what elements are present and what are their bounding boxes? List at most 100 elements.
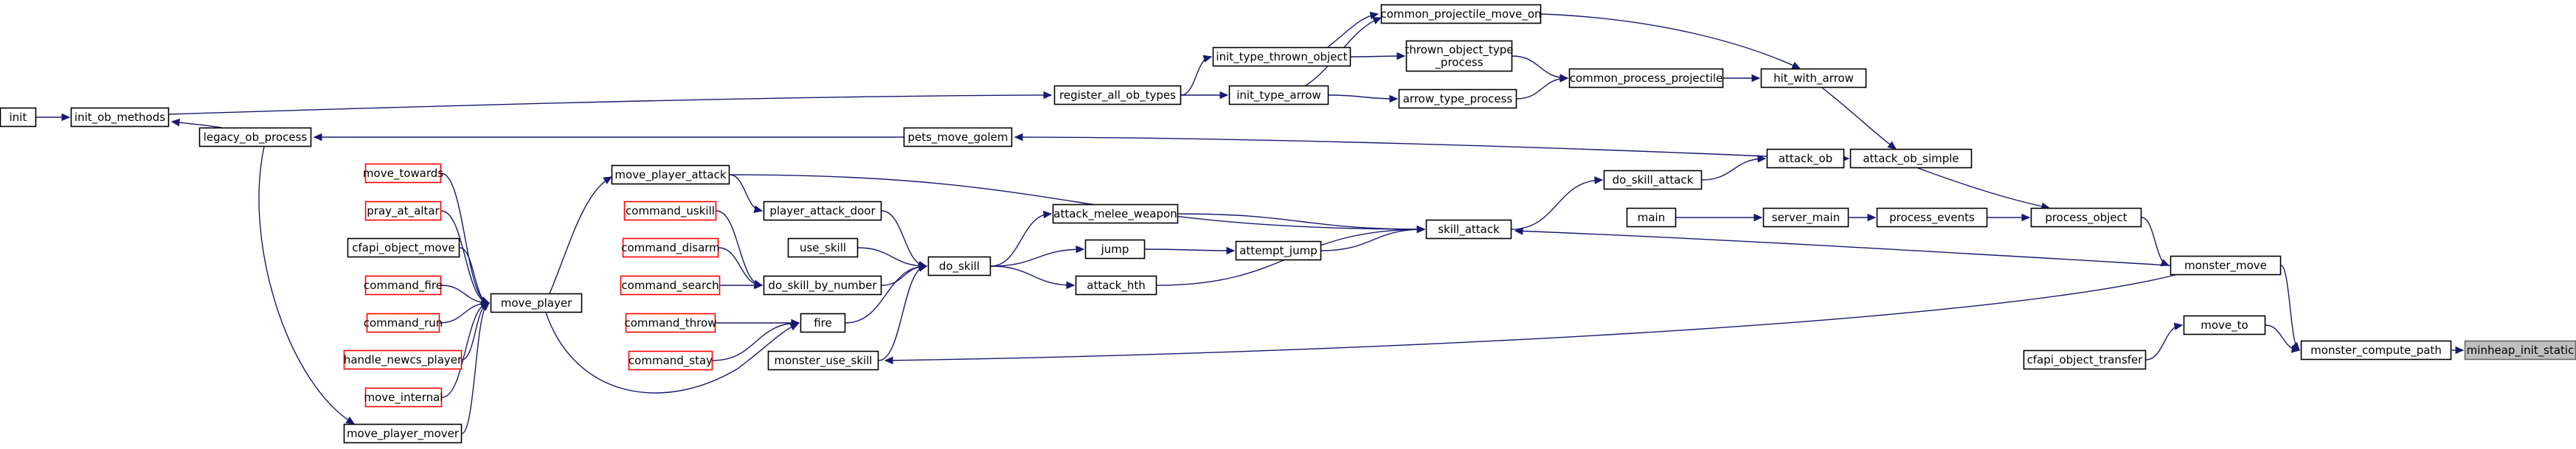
node-label-thrown_object_type_process-line-1: _process [1434,56,1483,70]
edge-hit_with_arrow-to-attack_ob_simple [1821,87,1897,150]
node-label-register_all_ob_types: register_all_ob_types [1059,88,1176,102]
node-do_skill_attack[interactable]: do_skill_attack [1603,170,1703,190]
node-label-command_stay: command_stay [629,354,713,368]
node-process_events[interactable]: process_events [1876,207,1988,228]
node-command_uskill[interactable]: command_uskill [623,201,717,221]
node-command_run[interactable]: command_run [364,313,443,333]
edge-move_player-to-fire [545,312,800,394]
node-monster_compute_path[interactable]: monster_compute_path [2300,340,2452,361]
edge-do_skill-to-attack_melee_weapon [990,210,1053,267]
node-label-thrown_object_type_process-line-0: thrown_object_type [1405,43,1514,58]
node-attempt_jump[interactable]: attempt_jump [1235,240,1322,261]
node-init_type_arrow[interactable]: init_type_arrow [1228,85,1329,105]
node-move_towards[interactable]: move_towards [363,163,443,184]
node-main[interactable]: main [1626,207,1677,228]
node-label-attempt_jump: attempt_jump [1239,244,1318,258]
node-label-attack_ob_simple: attack_ob_simple [1863,152,1959,166]
node-label-process_events: process_events [1889,211,1975,225]
node-label-init_ob_methods: init_ob_methods [75,111,165,125]
edge-init_type_arrow-to-arrow_type_process [1328,94,1399,103]
node-skill_attack[interactable]: skill_attack [1425,219,1512,240]
node-hit_with_arrow[interactable]: hit_with_arrow [1760,68,1867,88]
node-cfapi_object_move[interactable]: cfapi_object_move [347,237,460,258]
node-label-pets_move_golem: pets_move_golem [907,130,1008,145]
node-attack_ob_simple[interactable]: attack_ob_simple [1849,148,1973,169]
node-init[interactable]: init [0,107,37,128]
node-jump[interactable]: jump [1084,239,1146,260]
node-legacy_ob_process[interactable]: legacy_ob_process [198,127,312,147]
graph-nodes: minheap_init_staticmonster_compute_pathm… [0,4,2576,444]
node-label-legacy_ob_process: legacy_ob_process [204,130,308,145]
node-label-command_uskill: command_uskill [626,204,715,218]
node-attack_melee_weapon[interactable]: attack_melee_weapon [1052,203,1179,224]
node-label-attack_ob: attack_ob [1779,152,1832,166]
edge-legacy_ob_process-to-move_player_mover [258,146,356,425]
node-label-minheap_init_static: minheap_init_static [2467,344,2575,358]
edge-do_skill_attack-to-attack_ob [1701,155,1767,181]
edge-monster_move-to-monster_use_skill [884,272,2184,365]
node-label-move_player: move_player [501,296,572,310]
edge-pray_at_altar-to-move_player [440,210,491,305]
edge-player_attack_door-to-do_skill [881,210,928,269]
edge-use_skill-to-do_skill [857,247,928,271]
edge-common_process_projectile-to-hit_with_arrow [1723,74,1761,83]
edge-command_search-to-do_skill_by_number [719,281,764,290]
node-arrow_type_process[interactable]: arrow_type_process [1398,88,1517,109]
edge-common_projectile_move_on-to-hit_with_arrow [1540,13,1801,69]
node-label-player_attack_door: player_attack_door [769,204,876,218]
node-do_skill_by_number[interactable]: do_skill_by_number [763,275,882,296]
node-cfapi_object_transfer[interactable]: cfapi_object_transfer [2023,349,2147,370]
node-label-attack_hth: attack_hth [1087,279,1145,293]
edge-command_disarm-to-do_skill_by_number [718,247,764,288]
node-fire[interactable]: fire [800,313,846,333]
edge-register_all_ob_types-to-init_type_thrown_object [1180,55,1213,96]
node-label-jump: jump [1101,243,1129,256]
node-attack_hth[interactable]: attack_hth [1075,275,1157,296]
node-command_throw[interactable]: command_throw [624,313,717,333]
node-common_process_projectile[interactable]: common_process_projectile [1568,68,1724,88]
node-handle_newcs_player[interactable]: handle_newcs_player [343,349,463,370]
node-pray_at_altar[interactable]: pray_at_altar [364,201,442,221]
node-move_to[interactable]: move_to [2183,315,2266,335]
node-minheap_init_static[interactable]: minheap_init_static [2464,340,2576,361]
edge-move_player_mover-to-move_player [461,302,490,434]
node-common_projectile_move_on[interactable]: common_projectile_move_on [1380,4,1542,24]
edge-arrow_type_process-to-common_process_projectile [1516,74,1569,100]
node-label-move_to: move_to [2201,319,2248,333]
node-move_player[interactable]: move_player [490,293,583,313]
node-monster_use_skill[interactable]: monster_use_skill [767,350,879,371]
node-label-init_type_arrow: init_type_arrow [1236,88,1321,102]
edge-command_throw-to-fire [715,319,800,327]
node-command_stay[interactable]: command_stay [628,350,713,371]
node-move_player_mover[interactable]: move_player_mover [343,423,463,444]
node-server_main[interactable]: server_main [1762,207,1849,228]
node-move_internal[interactable]: move_internal [364,387,443,408]
node-init_type_thrown_object[interactable]: init_type_thrown_object [1212,46,1351,67]
node-command_disarm[interactable]: command_disarm [621,237,720,258]
edge-jump-to-attempt_jump [1144,246,1236,255]
edge-do_skill-to-jump [990,245,1085,267]
graph-edges [36,11,2465,434]
edge-monster_compute_path-to-minheap_init_static [2451,346,2465,355]
node-register_all_ob_types[interactable]: register_all_ob_types [1053,85,1182,105]
node-label-move_player_mover: move_player_mover [347,427,460,441]
node-command_search[interactable]: command_search [620,275,721,296]
node-player_attack_door[interactable]: player_attack_door [763,201,882,221]
node-monster_move[interactable]: monster_move [2170,255,2282,276]
edge-attack_ob-to-pets_move_golem [1014,133,1767,157]
node-process_object[interactable]: process_object [2030,207,2142,228]
node-label-init_type_thrown_object: init_type_thrown_object [1216,50,1347,64]
node-pets_move_golem[interactable]: pets_move_golem [903,127,1013,147]
node-do_skill[interactable]: do_skill [927,256,991,276]
node-label-pray_at_altar: pray_at_altar [367,204,440,218]
node-thrown_object_type_process[interactable]: thrown_object_type_process [1405,40,1514,72]
node-use_skill[interactable]: use_skill [787,237,859,258]
node-label-command_run: command_run [364,316,443,330]
node-move_player_attack[interactable]: move_player_attack [611,164,730,185]
node-init_ob_methods[interactable]: init_ob_methods [70,107,170,128]
node-attack_ob[interactable]: attack_ob [1766,148,1845,169]
edge-attack_ob_simple-to-process_object [1917,167,2051,210]
node-label-move_player_attack: move_player_attack [614,168,726,182]
node-command_fire[interactable]: command_fire [364,275,443,296]
edge-init_type_thrown_object-to-common_projectile_move_on [1327,11,1379,48]
